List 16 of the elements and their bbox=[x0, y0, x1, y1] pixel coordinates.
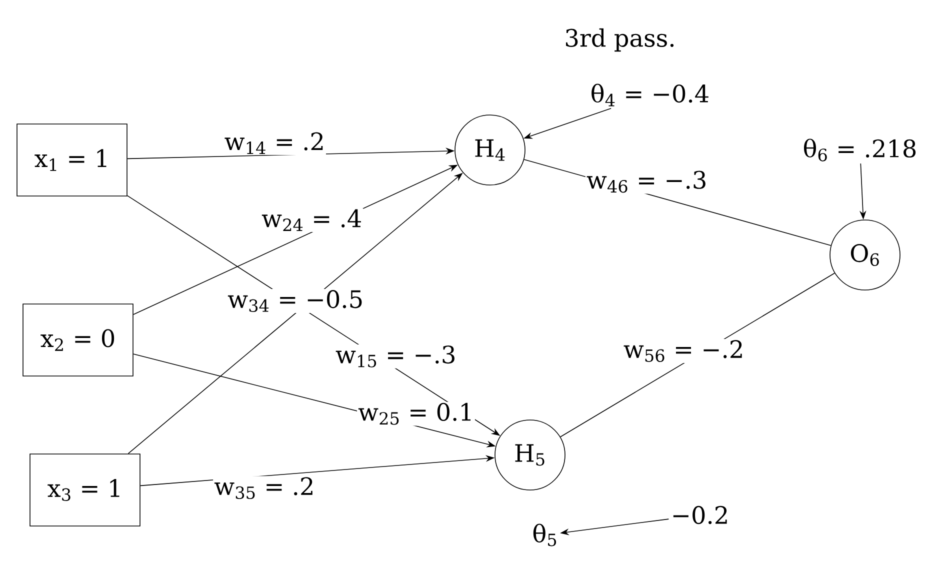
input-box: x$_{2}$ = 0 bbox=[22, 304, 134, 376]
edge-label: w$_{56}$ = −.2 bbox=[624, 340, 742, 362]
bias-label: θ$_{5}$ bbox=[533, 524, 556, 546]
bias-label: θ$_{4}$ = −0.4 bbox=[592, 84, 708, 106]
edge-label: w$_{46}$ = −.3 bbox=[586, 170, 706, 193]
edge-label: w$_{14}$ = .2 bbox=[224, 132, 323, 154]
input-box: x$_{1}$ = 1 bbox=[16, 124, 128, 196]
bias-value: −0.2 bbox=[673, 506, 727, 524]
edge-label: w$_{15}$ = −.3 bbox=[336, 345, 454, 368]
edge-label: w$_{35}$ = .2 bbox=[214, 477, 312, 500]
input-box: x$_{3}$ = 1 bbox=[30, 454, 140, 526]
edge-label: w$_{25}$ = 0.1 bbox=[358, 402, 471, 425]
edge-label: w$_{34}$ = −0.5 bbox=[228, 290, 362, 312]
edge-label: w$_{24}$ = .4 bbox=[262, 209, 361, 231]
bias-label: θ$_{6}$ = .218 bbox=[804, 138, 916, 162]
title: 3rd pass. bbox=[566, 28, 674, 52]
